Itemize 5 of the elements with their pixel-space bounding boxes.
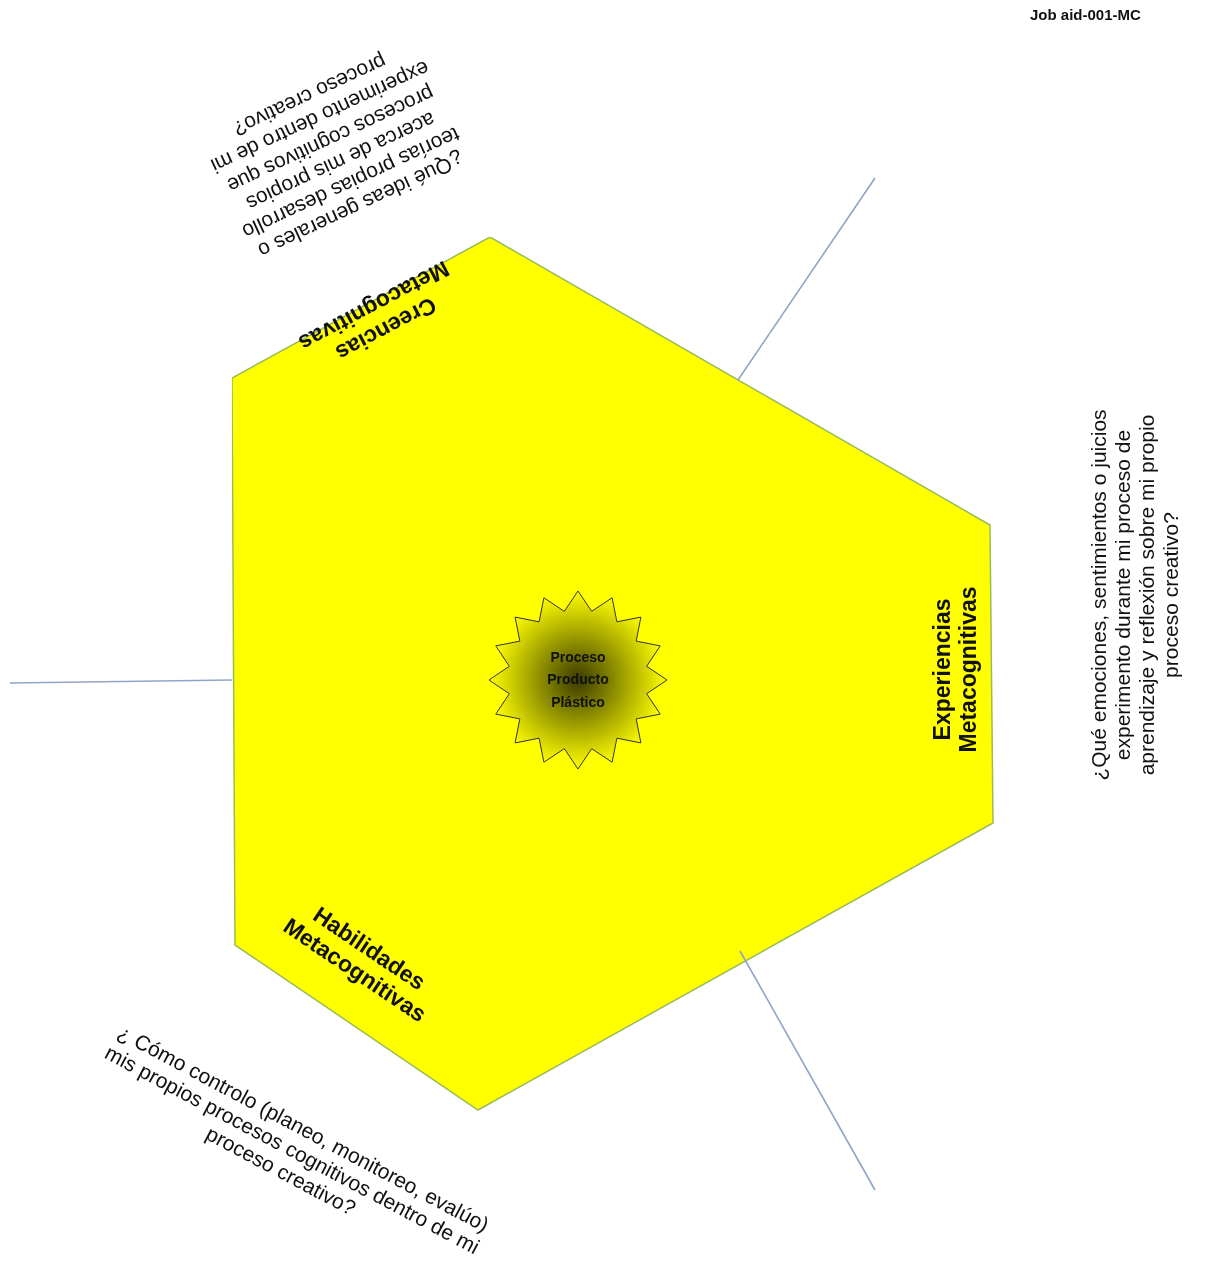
center-label: Proceso Producto Plástico [546,648,610,712]
section-heading: Experiencias Metacognitivas [928,585,982,755]
question-text: ¿Qué emociones, sentimientos o juicios experimento durante mi proceso de aprendizaje y reflexión sobre mi propio proceso creativo? [1086,408,1184,783]
starburst [488,590,668,770]
document-code: Job aid-001-MC [1030,6,1141,24]
